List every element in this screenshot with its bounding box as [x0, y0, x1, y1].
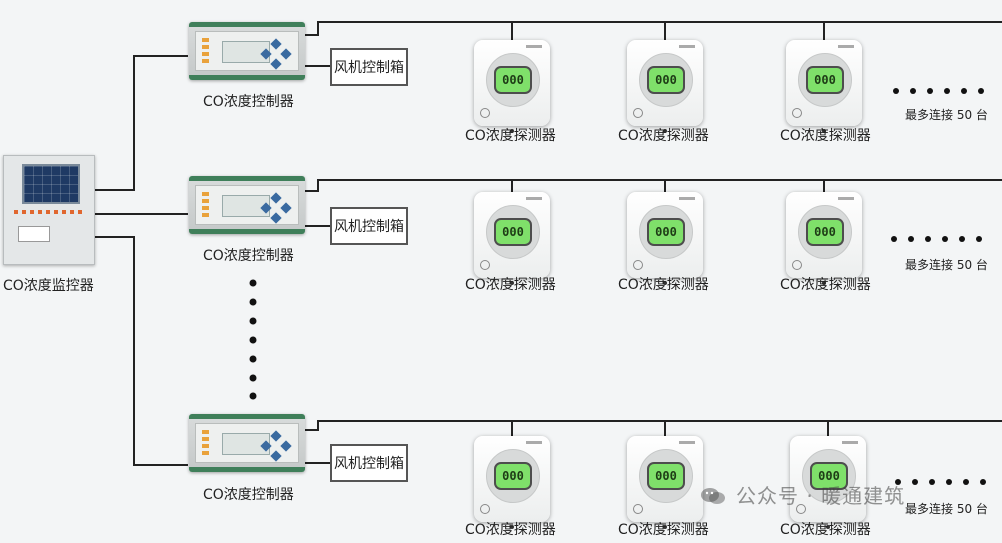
co-detector-label: CO浓度探测器 — [780, 128, 871, 144]
co-detector-label: CO浓度探测器 — [780, 522, 871, 538]
co-detector: 000 — [474, 192, 550, 285]
max-connections-note: 最多连接 50 台 — [905, 258, 988, 272]
row1-ellipsis — [893, 88, 984, 94]
co-detector-label: CO浓度探测器 — [618, 277, 709, 293]
co-detector-label: CO浓度探测器 — [618, 128, 709, 144]
co-detector-label: CO浓度探测器 — [465, 522, 556, 538]
monitor-tag — [18, 226, 50, 242]
co-controller-2-label: CO浓度控制器 — [203, 248, 294, 264]
bus-row1 — [305, 21, 1002, 36]
co-detector: 000 — [627, 40, 703, 133]
co-detector-label: CO浓度探测器 — [465, 277, 556, 293]
max-connections-note: 最多连接 50 台 — [905, 502, 988, 516]
wechat-icon — [701, 488, 725, 504]
detector-display: 000 — [810, 462, 848, 490]
trunk-lines — [92, 21, 1002, 466]
fan-control-box-1: 风机控制箱 — [330, 48, 408, 86]
fan-control-box-3: 风机控制箱 — [330, 444, 408, 482]
detector-display: 000 — [494, 218, 532, 246]
fan-control-box-2: 风机控制箱 — [330, 207, 408, 245]
detector-display: 000 — [494, 66, 532, 94]
watermark-text: 公众号 · 暖通建筑 — [736, 484, 906, 508]
detector-display: 000 — [806, 66, 844, 94]
vertical-ellipsis — [249, 279, 257, 400]
monitor-screen — [22, 164, 80, 204]
row2-ellipsis — [891, 236, 982, 242]
controller-keypad — [260, 430, 292, 462]
co-controller-1-label: CO浓度控制器 — [203, 94, 294, 110]
co-detector: 000 — [627, 192, 703, 285]
co-detector: 000 — [786, 192, 862, 285]
co-controller-3 — [189, 414, 305, 472]
controller-keypad — [260, 192, 292, 224]
line-monitor-ctrl3 — [92, 236, 188, 466]
bus-row2 — [305, 179, 1002, 192]
co-detector: 000 — [790, 436, 866, 529]
co-controller-2 — [189, 176, 305, 234]
monitor-buttons — [14, 210, 84, 214]
co-detector-label: CO浓度探测器 — [618, 522, 709, 538]
line-monitor-ctrl1 — [92, 55, 188, 191]
co-detector-label: CO浓度探测器 — [465, 128, 556, 144]
watermark: 公众号 · 暖通建筑 — [700, 480, 905, 509]
co-monitor-label: CO浓度监控器 — [3, 278, 94, 294]
co-monitor-device — [3, 155, 95, 265]
detector-display: 000 — [494, 462, 532, 490]
co-detector: 000 — [786, 40, 862, 133]
detector-display: 000 — [647, 462, 685, 490]
detector-display: 000 — [647, 218, 685, 246]
co-detector: 000 — [627, 436, 703, 529]
co-controller-1 — [189, 22, 305, 80]
controller-keypad — [260, 38, 292, 70]
row3-ellipsis — [895, 479, 986, 485]
co-controller-3-label: CO浓度控制器 — [203, 487, 294, 503]
detector-display: 000 — [647, 66, 685, 94]
co-detector: 000 — [474, 40, 550, 133]
bus-row3 — [305, 420, 1002, 431]
detector-display: 000 — [806, 218, 844, 246]
co-detector-label: CO浓度探测器 — [780, 277, 871, 293]
max-connections-note: 最多连接 50 台 — [905, 108, 988, 122]
co-detector: 000 — [474, 436, 550, 529]
